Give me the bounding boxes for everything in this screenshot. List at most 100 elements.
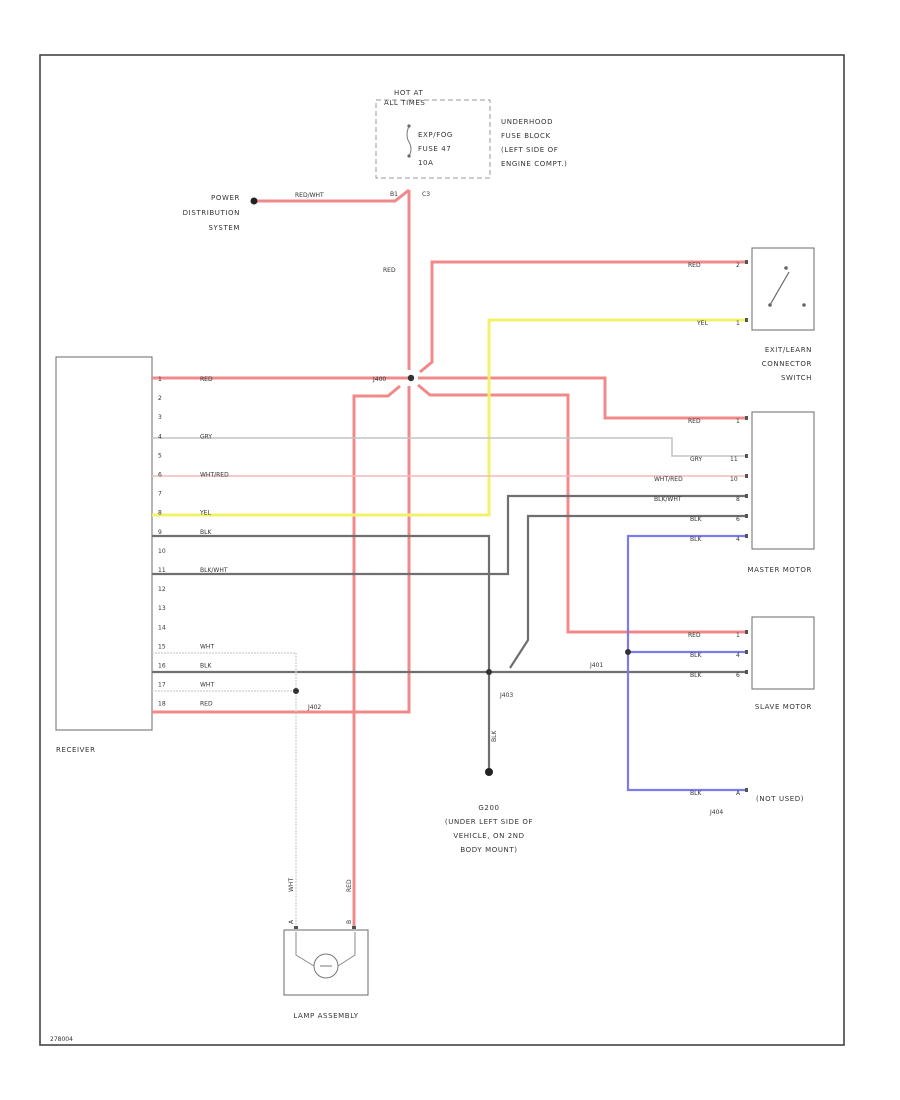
receiver-wire-1: RED (200, 376, 213, 383)
lamp-lead-right (337, 932, 356, 967)
splice-j401-dot (625, 649, 631, 655)
hot-at-label: HOT AT (394, 89, 424, 97)
slave-pin-4: 4 (736, 652, 740, 659)
wire-red-switch (419, 260, 748, 374)
not-used-wire: BLK (690, 790, 702, 797)
exit-learn-switch-box (751, 247, 815, 331)
switch-contact-upper (784, 266, 788, 270)
slave-wire-blk-6: BLK (690, 672, 702, 679)
wire-redwht-pds (254, 188, 410, 203)
receiver-pin-18: 18 (158, 701, 166, 708)
receiver-pin-17: 17 (158, 682, 166, 689)
receiver-wire-16: BLK (200, 663, 212, 670)
receiver-wire-11: BLK/WHT (200, 567, 228, 574)
diagram-frame (39, 54, 845, 1046)
master-wire-blkwht: BLK/WHT (654, 496, 682, 503)
master-pin-11: 11 (730, 456, 738, 463)
master-pin-10: 10 (730, 476, 738, 483)
receiver-pin-14: 14 (158, 624, 166, 631)
lamp-wire-wht: WHT (288, 878, 295, 892)
slave-wire-red: RED (688, 632, 701, 639)
footer-id: 278004 (50, 1036, 73, 1043)
receiver-pin-9: 9 (158, 529, 162, 536)
receiver-wire-6: WHT/RED (200, 472, 229, 479)
slave-pin-6: 6 (736, 672, 740, 679)
receiver-pin-5: 5 (158, 452, 162, 459)
splice-j400 (407, 374, 415, 382)
pds-terminal-dot (250, 197, 258, 205)
ground-label-4: BODY MOUNT) (460, 846, 517, 854)
wire-blk-master (509, 514, 748, 669)
splice-j402-label: J402 (307, 704, 321, 711)
wire-yel (152, 318, 748, 517)
master-wire-red: RED (688, 418, 701, 425)
wire-red-master (418, 376, 748, 420)
master-wire-whtred: WHT/RED (654, 476, 683, 483)
receiver-pin-4: 4 (158, 433, 162, 440)
receiver-label: RECEIVER (56, 746, 96, 754)
lamp-lead-left (295, 932, 315, 967)
master-wire-blk-6: BLK (690, 516, 702, 523)
receiver-wire-8: YEL (199, 510, 211, 517)
splice-j401-label: J401 (589, 662, 603, 669)
switch-pin-2: 2 (736, 262, 740, 269)
fuse-pin-c3: C3 (422, 191, 430, 198)
receiver-pin-6: 6 (158, 472, 162, 479)
master-pin-8: 8 (736, 496, 740, 503)
receiver-pin-15: 15 (158, 643, 166, 650)
receiver-wire-17: WHT (200, 682, 214, 689)
wire-red-receiver-18 (152, 386, 411, 714)
fuse-block-label-2: FUSE BLOCK (501, 132, 551, 140)
ground-label-1: G200 (478, 804, 499, 812)
receiver-pin-8: 8 (158, 510, 162, 517)
receiver-pin-7: 7 (158, 491, 162, 498)
fuse-terminal-bottom (407, 154, 411, 158)
switch-wire-red: RED (688, 262, 701, 269)
all-times-label: ALL TIMES (384, 99, 425, 107)
connector-tips (294, 260, 748, 929)
master-motor-box (751, 411, 815, 550)
wire-gry (152, 437, 748, 457)
switch-label-2: CONNECTOR (762, 360, 812, 368)
fuse-block-label-3: (LEFT SIDE OF (501, 146, 558, 154)
splice-j403-dot (486, 669, 492, 675)
ground-label-2: (UNDER LEFT SIDE OF (445, 818, 533, 826)
fuse-block-label-4: ENGINE COMPT.) (501, 160, 568, 168)
fuse-block-box (375, 99, 491, 179)
receiver-box (55, 356, 153, 731)
wire-blk-9 (152, 534, 491, 672)
receiver-pin-1: 1 (158, 376, 162, 383)
receiver-pin-2: 2 (158, 395, 162, 402)
wire-label-redwht: RED/WHT (295, 192, 324, 199)
pds-label-3: SYSTEM (208, 224, 240, 232)
fuse-pin-b1: B1 (390, 191, 398, 198)
receiver-pin-3: 3 (158, 414, 162, 421)
pds-label-2: DISTRIBUTION (183, 209, 240, 217)
receiver-pin-13: 13 (158, 605, 166, 612)
ground-wire-label: BLK (491, 730, 498, 742)
lamp-assembly-box (283, 929, 369, 996)
splice-j403-label: J403 (499, 692, 513, 699)
wire-red-lamp (352, 384, 401, 926)
wire-wht-15 (152, 652, 297, 926)
receiver-pin-16: 16 (158, 663, 166, 670)
receiver-wire-18: RED (200, 701, 213, 708)
fuse-element (406, 125, 412, 157)
ground-g200-dot (485, 768, 493, 776)
receiver-wire-4: GRY (200, 433, 212, 440)
lamp-wire-red: RED (346, 879, 353, 892)
ground-label-3: VEHICLE, ON 2ND (453, 832, 524, 840)
lamp-pin-a: A (288, 919, 295, 924)
wire-label-red-vertical: RED (383, 267, 396, 274)
pds-label-1: POWER (211, 194, 240, 202)
slave-wire-blk-4: BLK (690, 652, 702, 659)
splice-j400-label: J400 (372, 376, 386, 383)
fuse-amp-label: 10A (418, 159, 434, 167)
lamp-assembly-label: LAMP ASSEMBLY (293, 1012, 358, 1020)
fuse-name-label: EXP/FOG (418, 131, 453, 139)
master-pin-4: 4 (736, 536, 740, 543)
fuse-block-label-1: UNDERHOOD (501, 118, 553, 126)
slave-motor-label: SLAVE MOTOR (755, 703, 812, 711)
